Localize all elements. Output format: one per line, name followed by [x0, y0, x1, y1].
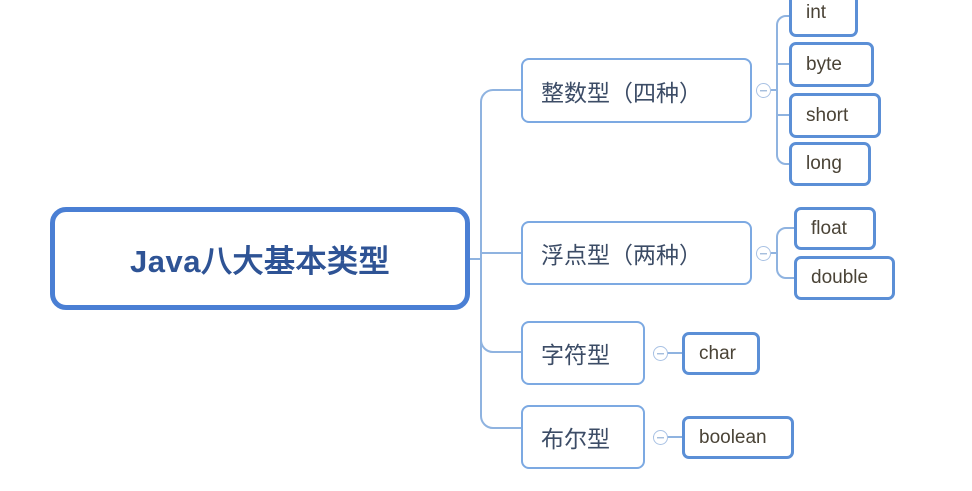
- leaf-node-short[interactable]: short: [789, 93, 881, 138]
- root-node-label: Java八大基本类型: [130, 244, 390, 279]
- leaf-node-boolean[interactable]: boolean: [682, 416, 794, 459]
- branch-node-float[interactable]: 浮点型（两种）: [521, 221, 752, 285]
- leaf-node-byte-label: byte: [806, 53, 842, 75]
- leaf-node-float-label: float: [811, 217, 847, 239]
- branch-node-char-type[interactable]: 字符型: [521, 321, 645, 385]
- collapse-minus-icon[interactable]: [653, 430, 668, 445]
- leaf-node-int[interactable]: int: [789, 0, 858, 37]
- collapse-minus-icon[interactable]: [653, 346, 668, 361]
- leaf-node-float[interactable]: float: [794, 207, 876, 250]
- branch-node-boolean-type-label: 布尔型: [541, 426, 610, 452]
- leaf-node-double-label: double: [811, 267, 869, 288]
- root-node[interactable]: Java八大基本类型: [50, 207, 470, 310]
- leaf-node-boolean-label: boolean: [699, 426, 767, 448]
- leaf-node-byte[interactable]: byte: [789, 42, 874, 87]
- branch-node-float-label: 浮点型（两种）: [541, 242, 702, 268]
- leaf-node-short-label: short: [806, 104, 849, 126]
- leaf-node-long-label: long: [806, 153, 842, 174]
- branch-node-char-type-label: 字符型: [541, 342, 610, 368]
- branch-node-integer-label: 整数型（四种）: [541, 79, 702, 106]
- leaf-node-double[interactable]: double: [794, 256, 895, 300]
- leaf-node-int-label: int: [806, 1, 827, 23]
- leaf-node-char[interactable]: char: [682, 332, 760, 375]
- collapse-minus-icon[interactable]: [756, 83, 771, 98]
- collapse-minus-icon[interactable]: [756, 246, 771, 261]
- branch-node-integer[interactable]: 整数型（四种）: [521, 58, 752, 123]
- branch-node-boolean-type[interactable]: 布尔型: [521, 405, 645, 469]
- leaf-node-char-label: char: [699, 342, 736, 364]
- leaf-node-long[interactable]: long: [789, 142, 871, 186]
